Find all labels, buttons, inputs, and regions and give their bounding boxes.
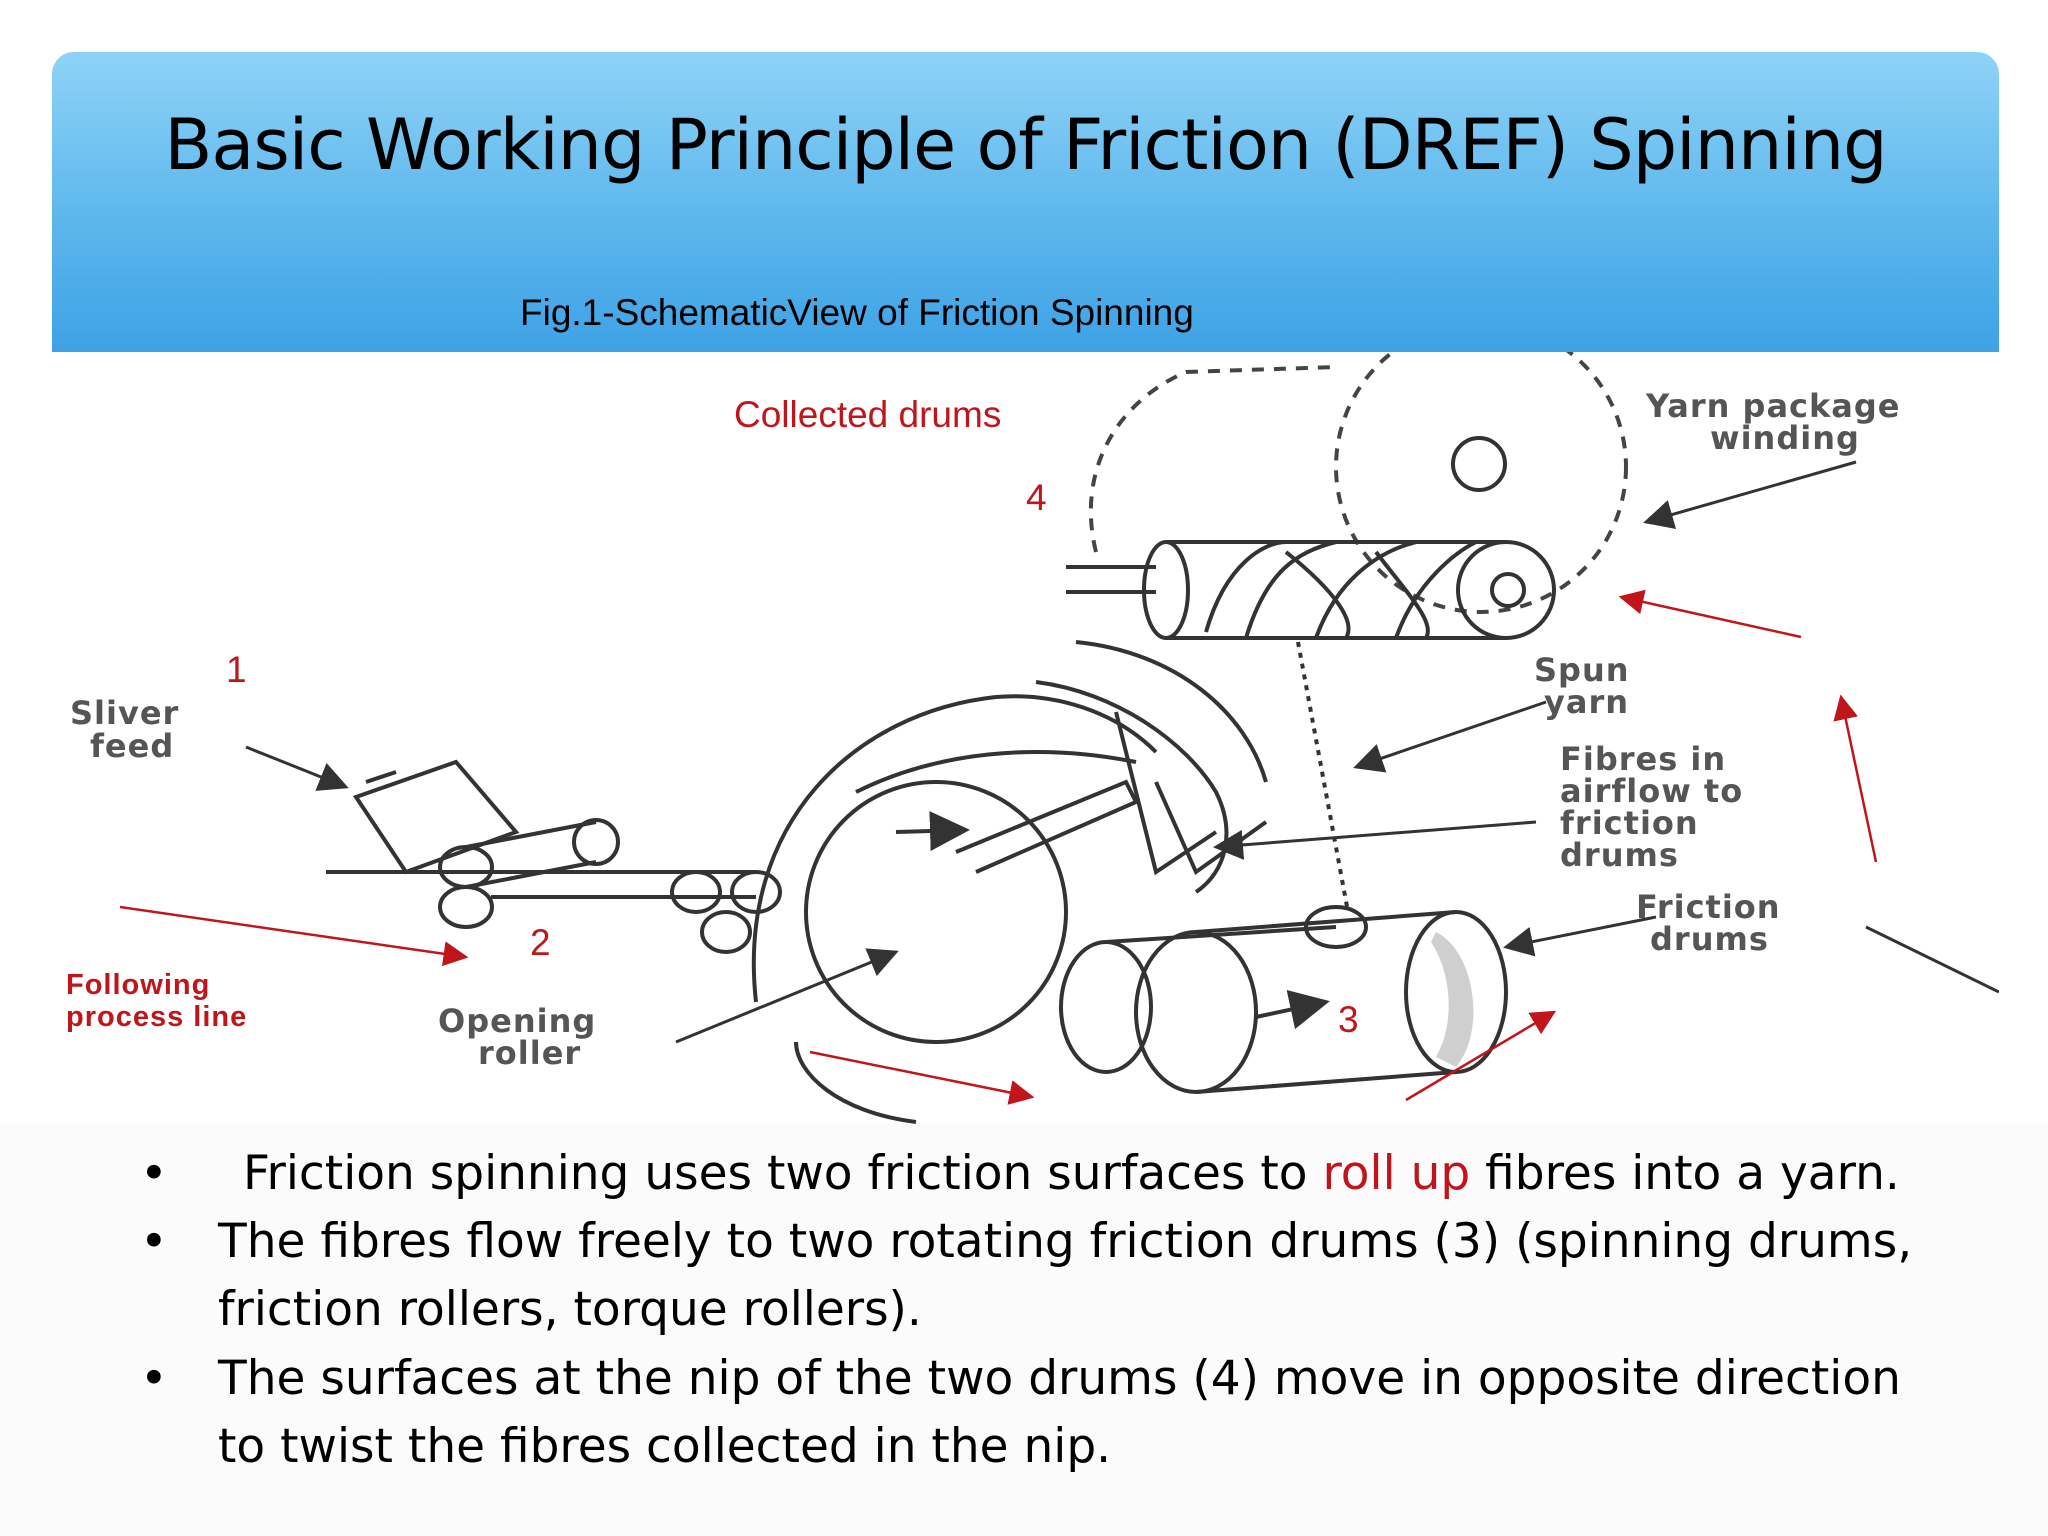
package-hub (1451, 436, 1507, 492)
number-4-label: 4 (1026, 477, 1047, 518)
opening-roller-label-line1: Opening (438, 1002, 596, 1040)
yarn-package-shape (1088, 352, 1628, 614)
friction-drums-label-line1: Friction (1636, 888, 1781, 926)
friction-drums-label-line2: drums (1650, 920, 1769, 958)
number-1-label: 1 (226, 649, 247, 690)
spun-yarn-path (1296, 641, 1350, 913)
highlighted-phrase: roll up (1322, 1146, 1471, 1201)
pointer-arrows (245, 460, 1999, 1044)
bullet-text-part: fibres into a yarn. (1470, 1146, 1900, 1201)
figure-caption: Fig.1-SchematicView of Friction Spinning (520, 292, 1194, 333)
following-process-label-line1: Following (66, 969, 210, 1001)
bullet-marker: • (140, 1351, 168, 1406)
diagram-svg: Collected drums 4 1 2 3 Yarn package win… (66, 352, 1999, 1124)
friction-drums-shape (1059, 905, 1508, 1094)
fibres-label-line4: drums (1560, 836, 1679, 874)
spun-yarn-label-line1: Spun (1534, 651, 1630, 689)
friction-spinning-diagram: Collected drums 4 1 2 3 Yarn package win… (36, 352, 1999, 1124)
bullet-text: Friction spinning uses two friction surf… (228, 1140, 1928, 1208)
header-band (52, 52, 1999, 352)
yarn-package-label-line2: winding (1710, 419, 1860, 457)
fibres-label-line1: Fibres in (1560, 740, 1726, 778)
collected-drums-label: Collected drums (734, 394, 1001, 435)
number-2-label: 2 (530, 922, 551, 963)
sliver-feed-label-line1: Sliver (70, 694, 179, 732)
bullet-text-part: Friction spinning uses two friction surf… (228, 1146, 1323, 1201)
fibres-label-line3: friction (1560, 804, 1699, 842)
take-up-roller-shape (1066, 540, 1556, 640)
opening-roller-shape (751, 640, 1268, 1124)
bullet-marker: • (140, 1214, 168, 1269)
fibres-label-line2: airflow to (1560, 772, 1743, 810)
sliver-feed-shape (326, 759, 782, 954)
bullet-marker: • (140, 1146, 168, 1201)
red-arrows (119, 589, 1878, 1105)
drum-shading (1431, 932, 1474, 1067)
bullet-text: The surfaces at the nip of the two drums… (218, 1351, 1901, 1474)
sliver-feed-label-line2: feed (90, 727, 174, 765)
bullet-text: The fibres flow freely to two rotating f… (218, 1214, 1913, 1337)
opening-roller-label-line2: roller (478, 1034, 581, 1072)
number-3-label: 3 (1338, 999, 1359, 1040)
following-process-label-line2: process line (66, 1001, 247, 1033)
bullet-list: • Friction spinning uses two friction su… (0, 1124, 2048, 1536)
spun-yarn-label-line2: yarn (1544, 683, 1629, 721)
yarn-package-label-line1: Yarn package (1645, 387, 1900, 425)
slide-title: Basic Working Principle of Friction (DRE… (164, 104, 1887, 186)
